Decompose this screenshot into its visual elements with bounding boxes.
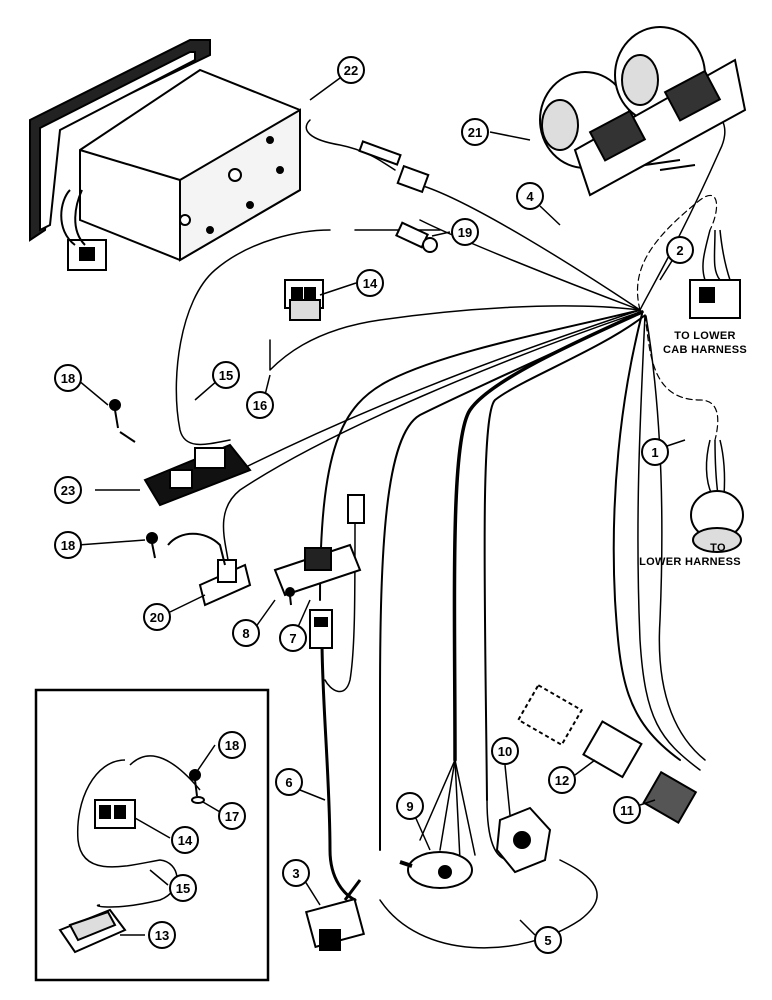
svg-text:18: 18 bbox=[61, 371, 75, 386]
svg-text:18: 18 bbox=[61, 538, 75, 553]
callout-3: 3 bbox=[282, 859, 310, 887]
callout-4: 4 bbox=[516, 182, 544, 210]
callout-22: 22 bbox=[337, 56, 365, 84]
connector-19 bbox=[395, 221, 438, 253]
relay-10 bbox=[495, 806, 552, 874]
svg-text:10: 10 bbox=[498, 744, 512, 759]
callout-23: 23 bbox=[54, 476, 82, 504]
svg-text:17: 17 bbox=[225, 809, 239, 824]
switch-plate-23 bbox=[143, 443, 252, 507]
lower-harness-label-line1: TO bbox=[710, 542, 726, 554]
sensor-20 bbox=[167, 532, 252, 607]
callout-13: 13 bbox=[148, 921, 176, 949]
svg-text:15: 15 bbox=[176, 881, 190, 896]
callout-8: 8 bbox=[232, 619, 260, 647]
switch-housing-13 bbox=[58, 908, 127, 954]
screw-and-clip-inset bbox=[189, 769, 205, 804]
rotary-switch-9 bbox=[399, 851, 473, 889]
lower-cab-harness-connector bbox=[689, 229, 741, 319]
svg-text:3: 3 bbox=[292, 866, 299, 881]
svg-text:23: 23 bbox=[61, 483, 75, 498]
callout-7: 7 bbox=[279, 624, 307, 652]
svg-text:13: 13 bbox=[155, 928, 169, 943]
blower-assembly bbox=[539, 26, 747, 197]
callout-15-inset: 15 bbox=[169, 874, 197, 902]
svg-text:14: 14 bbox=[178, 833, 193, 848]
inline-connectors bbox=[309, 494, 365, 649]
svg-text:18: 18 bbox=[225, 738, 239, 753]
callout-1: 1 bbox=[641, 438, 669, 466]
ac-control-unit bbox=[29, 39, 301, 271]
callout-21: 21 bbox=[461, 118, 489, 146]
svg-text:7: 7 bbox=[289, 631, 296, 646]
svg-text:2: 2 bbox=[676, 243, 683, 258]
lower-harness-connector bbox=[690, 439, 744, 553]
svg-text:11: 11 bbox=[620, 803, 634, 818]
callout-18-a: 18 bbox=[54, 364, 82, 392]
lower-cab-harness-label-line2: CAB HARNESS bbox=[663, 344, 747, 356]
svg-text:20: 20 bbox=[150, 610, 164, 625]
svg-text:4: 4 bbox=[526, 189, 534, 204]
toggle-switch-3 bbox=[304, 879, 366, 951]
callout-20: 20 bbox=[143, 603, 171, 631]
svg-text:14: 14 bbox=[363, 276, 378, 291]
harness-wires bbox=[175, 109, 726, 949]
callout-16: 16 bbox=[246, 391, 274, 419]
callout-10: 10 bbox=[491, 737, 519, 765]
lower-cab-harness-label-line1: TO LOWER bbox=[674, 330, 735, 342]
svg-text:8: 8 bbox=[242, 626, 249, 641]
callout-18-b: 18 bbox=[54, 531, 82, 559]
callout-9: 9 bbox=[396, 792, 424, 820]
inset-box bbox=[34, 688, 270, 982]
svg-text:16: 16 bbox=[253, 398, 267, 413]
svg-text:19: 19 bbox=[458, 225, 472, 240]
callout-6: 6 bbox=[275, 768, 303, 796]
callout-11: 11 bbox=[613, 796, 641, 824]
temperature-sensor-probe bbox=[358, 140, 430, 194]
svg-text:21: 21 bbox=[468, 125, 482, 140]
switch-plate-7 bbox=[273, 543, 362, 597]
svg-text:15: 15 bbox=[219, 368, 233, 383]
callout-19: 19 bbox=[451, 218, 479, 246]
svg-text:9: 9 bbox=[406, 799, 413, 814]
svg-text:1: 1 bbox=[651, 445, 658, 460]
callout-17: 17 bbox=[218, 802, 246, 830]
svg-text:6: 6 bbox=[285, 775, 292, 790]
switch-14-inset bbox=[94, 799, 136, 829]
callout-12: 12 bbox=[548, 766, 576, 794]
callout-2: 2 bbox=[666, 236, 694, 264]
callout-15-upper: 15 bbox=[212, 361, 240, 389]
connector-11 bbox=[642, 770, 698, 824]
screws bbox=[109, 399, 295, 606]
svg-text:12: 12 bbox=[555, 773, 569, 788]
connector-12 bbox=[516, 683, 643, 779]
leader-lines bbox=[77, 77, 686, 936]
callout-18-c: 18 bbox=[218, 731, 246, 759]
svg-text:22: 22 bbox=[344, 63, 358, 78]
callout-5: 5 bbox=[534, 926, 562, 954]
lower-harness-label-line2: LOWER HARNESS bbox=[639, 556, 741, 568]
svg-text:5: 5 bbox=[544, 933, 551, 948]
callout-14-inset: 14 bbox=[171, 826, 199, 854]
callout-14-upper: 14 bbox=[356, 269, 384, 297]
switch-14-upper bbox=[284, 279, 324, 321]
